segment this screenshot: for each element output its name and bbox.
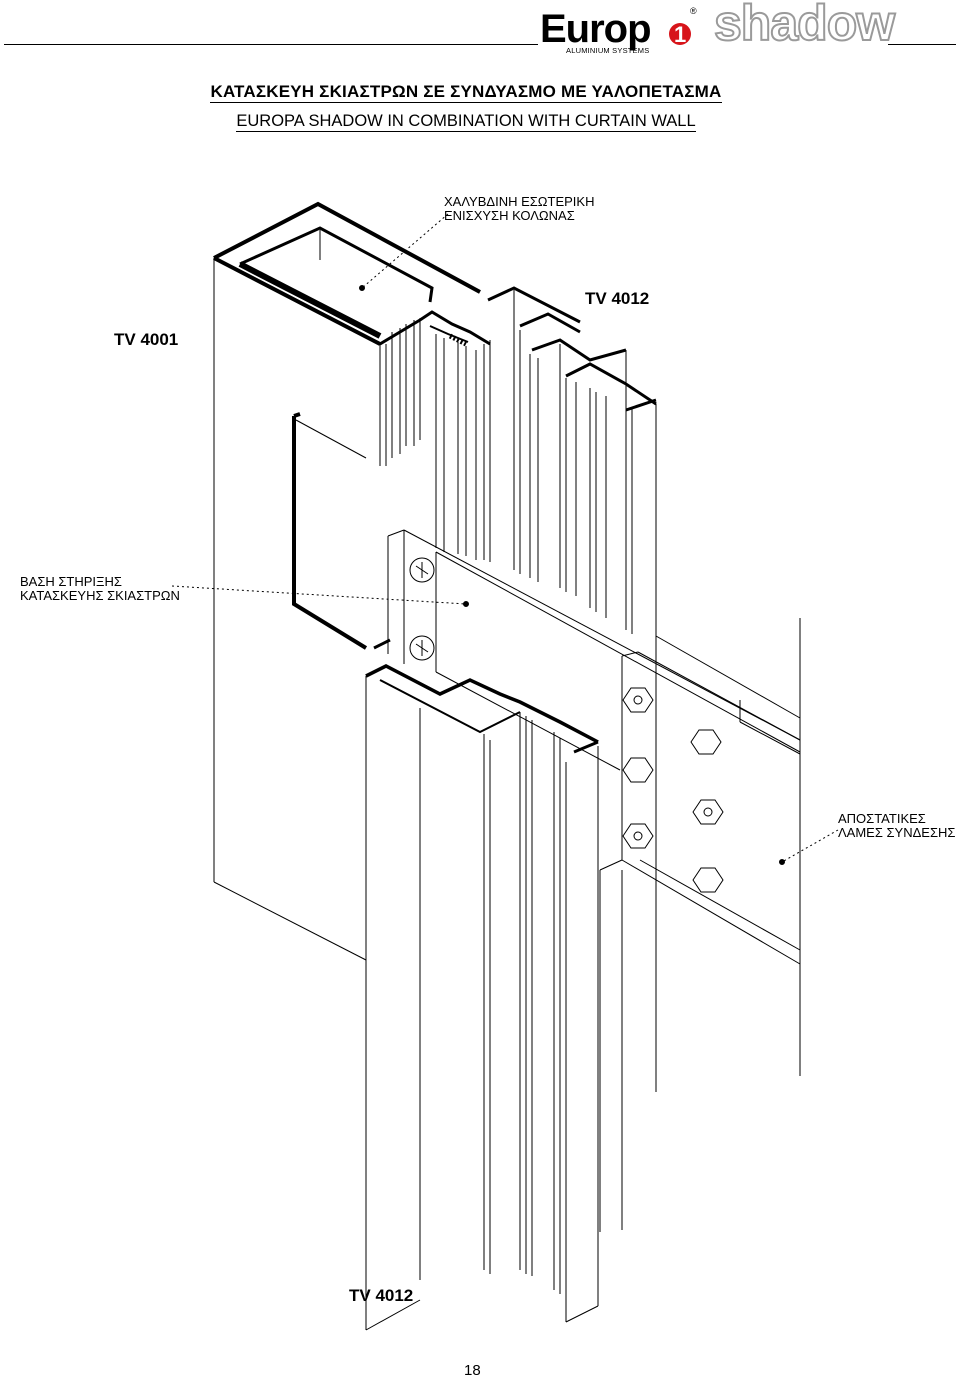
spacer-plates [599,618,801,1232]
profile-tv4012-top [487,286,657,646]
callout-spacer-plates-line2: ΛΑΜΕΣ ΣΥΝΔΕΣΗΣ [838,825,956,840]
callout-support-base-line1: ΒΑΣΗ ΣΤΗΡΙΞΗΣ [20,574,122,589]
europa-logo: Europ 1 [538,4,708,60]
header-rule-right [888,44,956,45]
leader-lines [171,213,839,863]
logo-registered-mark: ® [690,6,697,16]
column-tv4001 [213,201,491,961]
profile-tv4012-bottom [365,638,599,1331]
svg-text:1: 1 [674,22,686,47]
support-base-plate [292,412,801,1092]
callout-support-base-line2: ΚΑΤΑΣΚΕΥΗΣ ΣΚΙΑΣΤΡΩΝ [20,588,180,603]
logo-series-name: shadow [713,0,896,52]
title-english: EUROPA SHADOW IN COMBINATION WITH CURTAI… [236,112,696,132]
code-tv4001: TV 4001 [114,330,179,349]
callout-steel-reinforcement-line2: ΕΝΙΣΧΥΣΗ ΚΟΛΩΝΑΣ [444,208,575,223]
header-rule-left [4,44,538,45]
code-tv4012-top: TV 4012 [585,289,650,308]
code-tv4012-bottom: TV 4012 [349,1286,414,1305]
svg-text:Europ: Europ [540,7,651,51]
logo-subtitle: ALUMINIUM SYSTEMS [566,46,650,55]
callout-spacer-plates-line1: ΑΠΟΣΤΑΤΙΚΕΣ [838,811,926,826]
title-greek: ΚΑΤΑΣΚΕΥΗ ΣΚΙΑΣΤΡΩΝ ΣΕ ΣΥΝΔΥΑΣΜΟ ΜΕ ΥΑΛΟ… [210,82,722,103]
page-number: 18 [464,1362,481,1379]
callout-steel-reinforcement-line1: ΧΑΛΥΒΔΙΝΗ ΕΣΩΤΕΡΙΚΗ [444,194,595,209]
